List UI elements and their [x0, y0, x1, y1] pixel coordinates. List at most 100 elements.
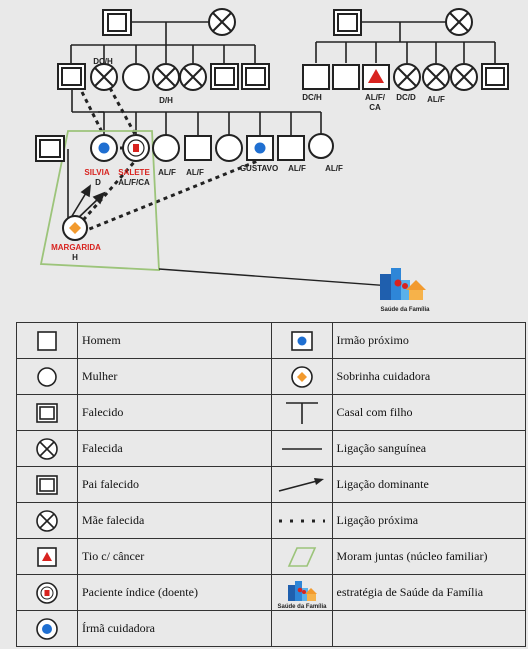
aunt-right-deceased-2: [422, 63, 450, 91]
legend-label: estratégia de Saúde da Família: [331, 574, 526, 611]
double-square-icon: [16, 394, 78, 431]
paternal-grandfather: [102, 9, 132, 36]
brother-1: [184, 135, 212, 161]
margarida: [62, 215, 88, 241]
red-square-circle-icon: [16, 574, 78, 611]
genogram-diagram: DC/H D/H DC/H AL/F/ CA DC/D AL/F SILVIA …: [35, 8, 509, 313]
household-nucleus: [39, 130, 160, 271]
circle-icon: [16, 358, 78, 395]
legend-label: Ligação dominante: [331, 466, 526, 503]
legend-row: Írmã cuidadora: [16, 610, 526, 647]
legend-row: Homem Irmão próximo: [16, 322, 526, 359]
label-uncle-ca: CA: [369, 103, 381, 112]
legend-logo-caption: Saúde da Família: [277, 604, 327, 609]
label-silvia-code: D: [95, 178, 101, 187]
silvia: [90, 134, 118, 162]
label-silvia: SILVIA: [84, 168, 109, 177]
legend-row: Falecida Ligação sanguínea: [16, 430, 526, 467]
dominant-links: [71, 184, 106, 221]
legend-symbol-empty: [270, 610, 333, 647]
uncle-right-2: [332, 64, 360, 90]
aunt: [122, 63, 150, 91]
legend-label: Irmão próximo: [331, 322, 526, 359]
legend-label: Falecido: [77, 394, 272, 431]
saude-familia-logo-icon: Saúde da Família: [270, 574, 333, 611]
legend-label: Írmã cuidadora: [77, 610, 272, 647]
aunt-right-deceased-3: [450, 63, 478, 91]
sister-2: [215, 134, 243, 162]
red-triangle-square-icon: [16, 538, 78, 575]
label-salete-code: AL/F/CA: [118, 178, 150, 187]
salete-index-patient: [122, 134, 150, 162]
blue-dot-square-icon: [270, 322, 333, 359]
father: [57, 63, 86, 90]
legend-label: Pai falecido: [77, 466, 272, 503]
uncle-deceased-2: [241, 63, 270, 90]
sister-1: [152, 134, 180, 162]
arrow-icon: [270, 466, 333, 503]
legend-label: [331, 610, 526, 647]
legend-row: Falecido Casal com filho: [16, 394, 526, 431]
label-al-f-2: AL/F: [186, 168, 204, 177]
legend-label: Homem: [77, 322, 272, 359]
paternal-grandmother: [208, 8, 236, 36]
uncle-right-1: [302, 64, 330, 90]
square-icon: [16, 322, 78, 359]
label-uncle-al-f: AL/F/: [365, 93, 386, 102]
aunt-deceased-1: [152, 63, 180, 91]
sister-3: [308, 133, 334, 159]
legend-row: Paciente índice (doente) Saúde da Família…: [16, 574, 526, 611]
legend-label: Tio c/ câncer: [77, 538, 272, 575]
label-gustavo: GUSTAVO: [240, 164, 278, 173]
dotted-line-icon: [270, 502, 333, 539]
legend-label: Paciente índice (doente): [77, 574, 272, 611]
saude-familia-logo-icon: Saúde da Família: [380, 268, 430, 313]
close-links: [76, 87, 261, 234]
label-al-f-3: AL/F: [288, 164, 306, 173]
maternal-grandfather: [333, 9, 362, 36]
blue-dot-circle-icon: [16, 610, 78, 647]
couple-with-child-icon: [270, 394, 333, 431]
crossed-circle-icon: [16, 502, 78, 539]
label-salete: SALETE: [118, 168, 150, 177]
label-margarida-code: H: [72, 253, 78, 262]
uncle-right-deceased: [481, 63, 509, 90]
legend-row: Tio c/ câncer Moram juntas (núcleo famili…: [16, 538, 526, 575]
legend-label: Ligação próxima: [331, 502, 526, 539]
crossed-circle-icon: [16, 430, 78, 467]
blood-lines: [67, 21, 496, 226]
line-icon: [270, 430, 333, 467]
mother: [90, 63, 118, 91]
legend-row: Mãe falecida Ligação próxima: [16, 502, 526, 539]
legend-label: Mulher: [77, 358, 272, 395]
label-al-f-4: AL/F: [325, 164, 343, 173]
label-dc-h-top: DC/H: [93, 57, 113, 66]
label-dc-d: DC/D: [396, 93, 416, 102]
label-al-f-right: AL/F: [427, 95, 445, 104]
brother-2: [277, 135, 305, 161]
label-margarida: MARGARIDA: [51, 243, 101, 252]
legend-label: Sobrinha cuidadora: [331, 358, 526, 395]
gustavo: [246, 135, 274, 161]
label-d-h: D/H: [159, 96, 173, 105]
legend-label: Ligação sanguínea: [331, 430, 526, 467]
uncle-cancer: [362, 64, 390, 90]
legend-label: Falecida: [77, 430, 272, 467]
uncle-deceased-1: [210, 63, 239, 90]
maternal-grandmother: [445, 8, 473, 36]
label-al-f-1: AL/F: [158, 168, 176, 177]
deceased-brother: [35, 135, 65, 162]
aunt-right-deceased-1: [393, 63, 421, 91]
legend-row: Pai falecido Ligação dominante: [16, 466, 526, 503]
green-parallelogram-icon: [270, 538, 333, 575]
legend-row: Mulher Sobrinha cuidadora: [16, 358, 526, 395]
legend-label: Moram juntas (núcleo familiar): [331, 538, 526, 575]
label-dc-h-right: DC/H: [302, 93, 322, 102]
aunt-deceased-2: [179, 63, 207, 91]
logo-caption: Saúde da Família: [380, 307, 430, 313]
legend-label: Mãe falecida: [77, 502, 272, 539]
double-square-icon: [16, 466, 78, 503]
orange-diamond-circle-icon: [270, 358, 333, 395]
legend-label: Casal com filho: [331, 394, 526, 431]
